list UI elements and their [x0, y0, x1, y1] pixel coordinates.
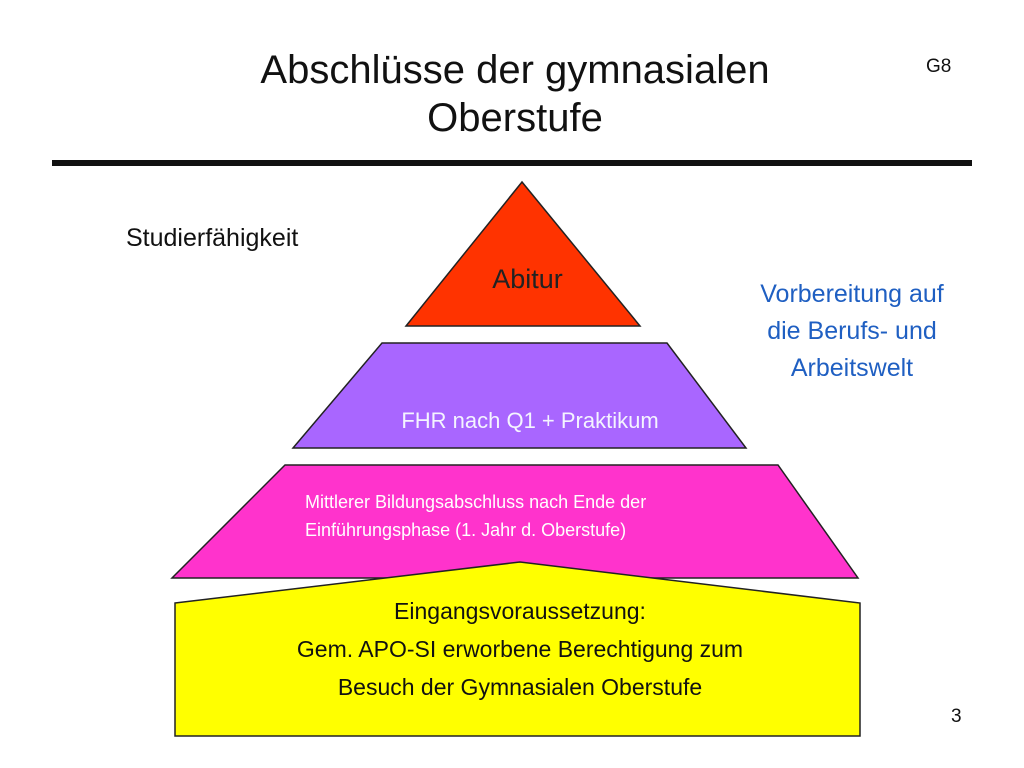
title-divider	[52, 160, 972, 166]
mittel-trapezoid	[170, 464, 860, 579]
eingang-label-line-1: Eingangsvoraussetzung:	[394, 598, 646, 624]
eingang-pentagon	[174, 561, 861, 737]
studierfaehigkeit-label: Studierfähigkeit	[126, 224, 299, 252]
g8-badge: G8	[926, 56, 952, 77]
page-number: 3	[951, 706, 962, 727]
berufswelt-line-3: Arbeitswelt	[790, 354, 914, 382]
berufswelt-line-2: die Berufs- und	[767, 317, 937, 345]
mittel-label: Mittlerer Bildungsabschluss nach Ende de…	[305, 488, 785, 544]
eingang-label-line-3: Besuch der Gymnasialen Oberstufe	[337, 674, 703, 700]
fhr-label: FHR nach Q1 + Praktikum	[401, 408, 659, 433]
fhr-trapezoid	[291, 342, 748, 449]
berufswelt-line-1: Vorbereitung auf	[760, 280, 944, 308]
title-line-2: Oberstufe	[427, 96, 603, 140]
eingang-label-line-2: Gem. APO-SI erworbene Berechtigung zum	[296, 636, 744, 662]
page-title: Abschlüsse der gymnasialen Oberstufe	[190, 46, 840, 142]
title-line-1: Abschlüsse der gymnasialen	[260, 48, 770, 92]
abitur-label: Abitur	[492, 264, 563, 294]
berufswelt-label: Vorbereitung auf die Berufs- und Arbeits…	[712, 276, 992, 387]
mittel-label-line-2: Einführungsphase (1. Jahr d. Oberstufe)	[305, 520, 627, 540]
abitur-triangle	[404, 180, 642, 327]
eingang-label: Eingangsvoraussetzung: Gem. APO-SI erwor…	[200, 592, 840, 706]
mittel-label-line-1: Mittlerer Bildungsabschluss nach Ende de…	[305, 492, 647, 512]
